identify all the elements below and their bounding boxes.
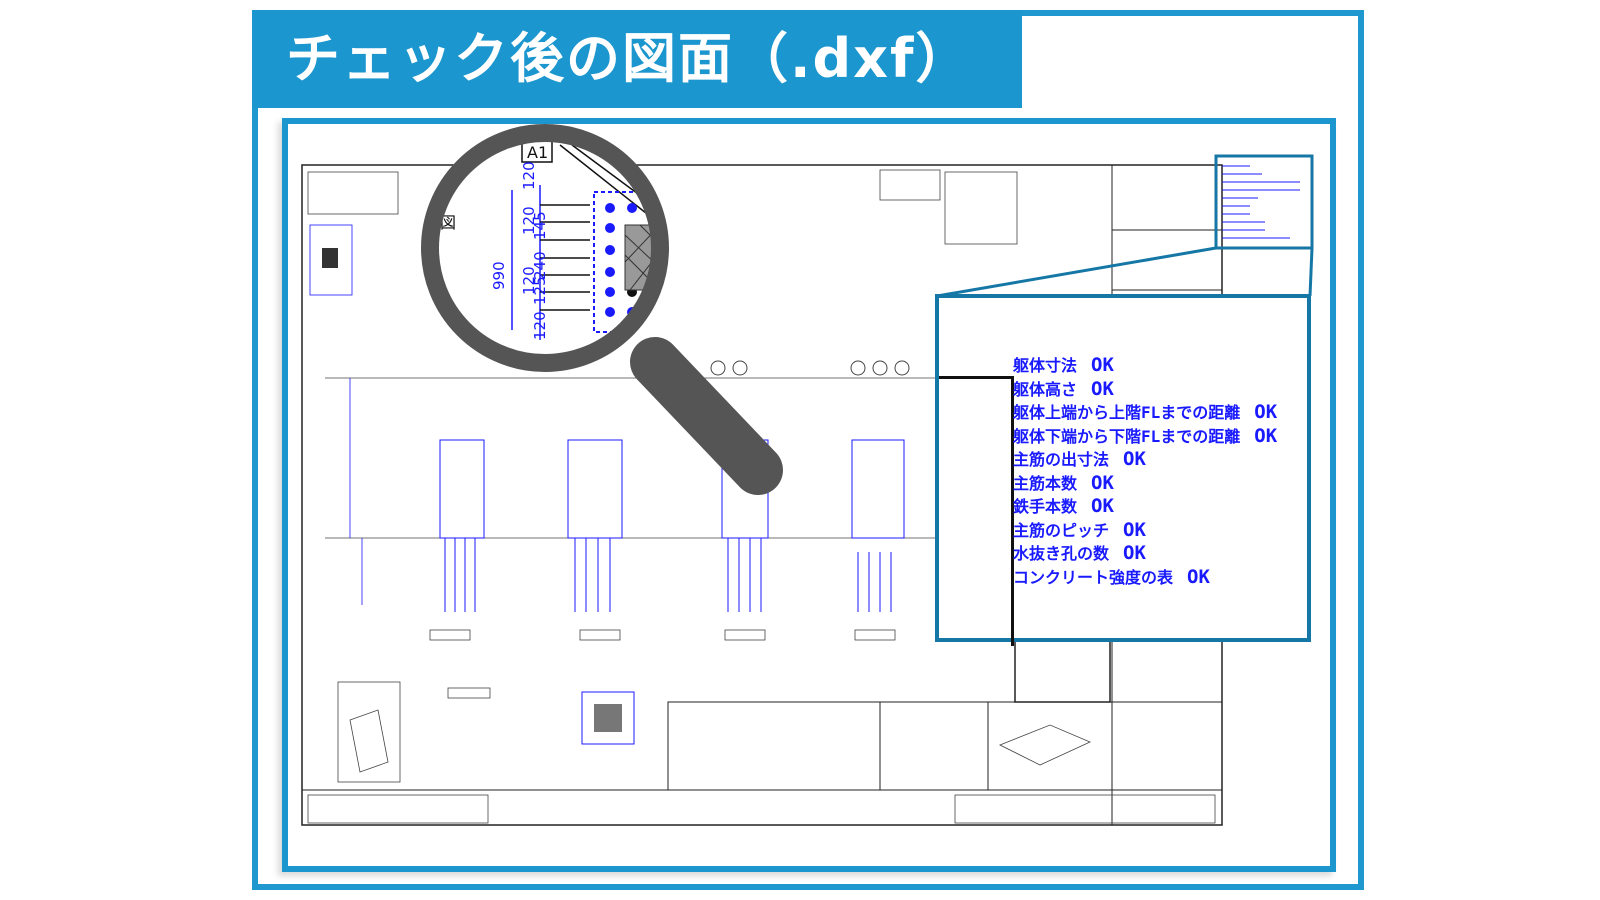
lens-glyph: 図 xyxy=(440,213,456,232)
bottom-left-strip xyxy=(307,794,489,824)
detail-top-left xyxy=(307,171,399,215)
checklist-item-result: OK xyxy=(1254,424,1278,447)
checklist-item-result: OK xyxy=(1091,377,1114,400)
marker-circle-3 xyxy=(894,360,910,376)
magnifier-handle xyxy=(630,337,783,495)
checklist-item-label: 水抜き孔の数 xyxy=(1013,544,1110,563)
checklist-item-label: 鉄手本数 xyxy=(1013,497,1078,516)
checklist-item-result: OK xyxy=(1091,354,1114,376)
callout-frame-line-h xyxy=(939,376,1014,379)
checklist-item-label: コンクリート強度の表 xyxy=(1013,567,1174,587)
column-label-4 xyxy=(854,629,896,641)
page-title: チェック後の図面（.dxf） xyxy=(252,10,1022,108)
callout-anchor-box xyxy=(1014,639,1111,703)
lens-leader-1 xyxy=(559,144,658,241)
title-block xyxy=(667,701,989,791)
lens-dim-d: 120 xyxy=(531,311,549,340)
magnifier-lens xyxy=(430,133,660,363)
column-label-3 xyxy=(724,629,766,641)
checklist-item-result: OK xyxy=(1123,542,1146,564)
marker-circle-5 xyxy=(732,360,748,376)
detail-bottom-label xyxy=(447,687,491,699)
lens-label: A1 xyxy=(527,143,548,162)
checklist-item: コンクリート強度の表 OK xyxy=(1013,566,1277,590)
lens-dim-b: 120 xyxy=(520,161,538,190)
marker-circle-2 xyxy=(872,360,888,376)
marker-circle-4 xyxy=(710,360,726,376)
detail-blue-left xyxy=(309,224,353,296)
checklist-item: 主筋のピッチ OK xyxy=(1013,519,1277,543)
detail-top-mid xyxy=(879,169,941,201)
checklist-item-result: OK xyxy=(1123,448,1146,470)
checklist-item: 水抜き孔の数 OK xyxy=(1013,542,1277,566)
detail-bottom-left-shape xyxy=(349,709,389,773)
checklist-item: 躯体上端から上階FLまでの距離 OK xyxy=(1013,401,1277,425)
source-table xyxy=(1214,154,1314,250)
checklist-item-result: OK xyxy=(1123,518,1146,541)
bottom-right-strip xyxy=(954,794,1216,824)
checklist-item: 主筋の出寸法 OK xyxy=(1013,448,1277,472)
column-elevation-4 xyxy=(851,439,905,612)
checklist-item-result: OK xyxy=(1091,495,1114,517)
checklist-item: 鉄手本数 OK xyxy=(1013,495,1277,519)
magnifier-rim xyxy=(421,124,669,372)
lens-dim-e: 240 xyxy=(531,251,549,280)
lens-dim-labels: 990 120 120 120 120 240 145 125 120 xyxy=(490,161,595,361)
checklist-item-result: OK xyxy=(1091,471,1114,494)
checklist-item: 主筋本数 OK xyxy=(1013,472,1277,496)
checklist-item-label: 主筋本数 xyxy=(1013,473,1078,493)
iso-sketch xyxy=(999,724,1091,766)
lens-dim-g: 125 xyxy=(531,276,549,305)
checklist-item-label: 躯体高さ xyxy=(1013,379,1078,399)
lens-dim-990: 990 xyxy=(490,261,508,290)
lens-leader-2 xyxy=(571,144,658,226)
plan-section xyxy=(581,691,635,745)
checklist-item: 躯体高さ OK xyxy=(1013,378,1277,402)
title-block-right xyxy=(987,701,1223,791)
lens-dim-c: 120 xyxy=(520,266,538,295)
column-elevation-1 xyxy=(439,439,485,612)
checklist-item-label: 躯体上端から上階FLまでの距離 xyxy=(1013,403,1241,422)
checklist-item: 躯体下端から下階FLまでの距離 OK xyxy=(1013,425,1277,449)
magnifier-icon: A1 図 990 120 120 120 120 240 145 125 xyxy=(421,124,783,495)
callout-connector-2 xyxy=(1308,247,1314,297)
checklist-item-label: 躯体下端から下階FLまでの距離 xyxy=(1013,426,1241,446)
checklist-item-label: 主筋の出寸法 xyxy=(1013,450,1110,469)
checklist-item-label: 主筋のピッチ xyxy=(1013,520,1110,540)
plan-section-core xyxy=(594,704,622,732)
callout-connector-1 xyxy=(936,246,1217,298)
source-table-lines xyxy=(1222,165,1300,239)
detail-top-right xyxy=(944,171,1018,245)
checklist-item-result: OK xyxy=(1254,401,1278,423)
column-label-1 xyxy=(429,629,471,641)
detail-bottom-left xyxy=(337,681,401,783)
lens-dim-f: 145 xyxy=(531,211,549,240)
marker-circle-1 xyxy=(850,360,866,376)
checklist-item-label: 躯体寸法 xyxy=(1013,356,1078,375)
column-label-2 xyxy=(579,629,621,641)
column-elevation-2 xyxy=(567,439,623,612)
callout-frame-line-v xyxy=(1011,376,1014,646)
checklist-item-result: OK xyxy=(1187,565,1210,588)
lens-ticks xyxy=(540,204,590,311)
lens-dim-a: 120 xyxy=(520,206,538,235)
checklist-item: 躯体寸法 OK xyxy=(1013,354,1277,378)
detail-blue-fill xyxy=(322,248,338,268)
